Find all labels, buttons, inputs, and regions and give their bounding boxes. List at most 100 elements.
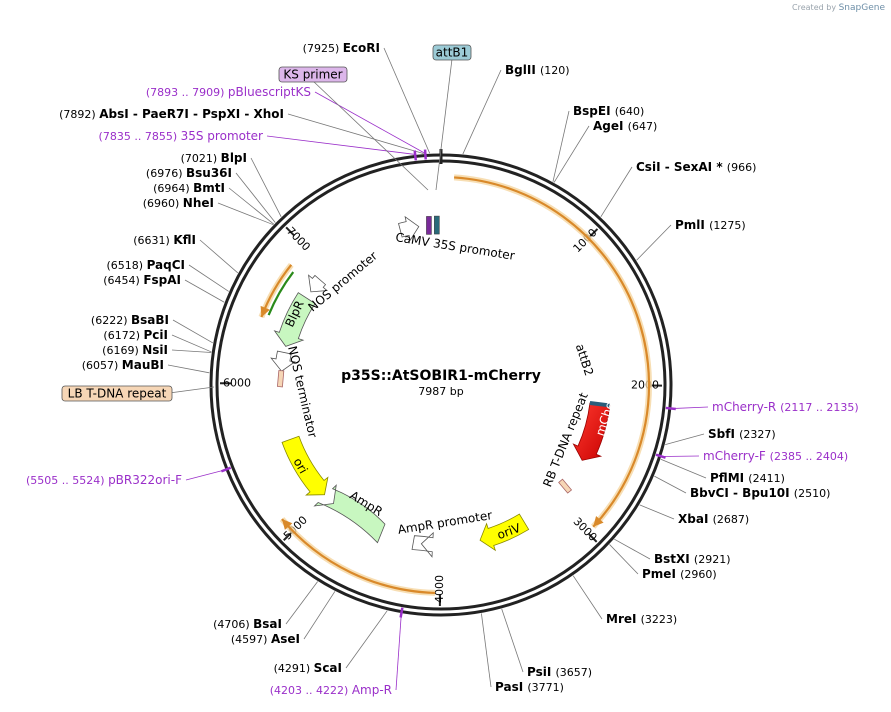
leader-sites-29 — [287, 113, 424, 155]
site-coord: (3223) — [641, 613, 678, 626]
feature-blpr — [273, 292, 316, 347]
primer-coord: (7835 .. 7855) — [99, 130, 181, 143]
site-label-21: (6222) BsaBI — [91, 313, 169, 327]
primer-mark-3 — [220, 466, 232, 473]
primer-coord: (7893 .. 7909) — [146, 86, 228, 99]
site-coord: (647) — [628, 120, 658, 133]
feature-label-3: NOS terminator — [285, 345, 320, 439]
leader-sites-24 — [199, 239, 239, 274]
site-coord: (1275) — [709, 219, 746, 232]
feature-ori — [281, 435, 329, 496]
site-label-12: MreI (3223) — [606, 612, 677, 626]
scale-tick-7000 — [285, 226, 295, 236]
site-label-1: BglII (120) — [505, 63, 570, 77]
site-label-8: BbvCI - Bpu10I (2510) — [690, 486, 830, 500]
scale-tick-3000 — [588, 533, 598, 543]
primer-name: pBluescriptKS — [228, 85, 311, 99]
site-label-13: PsiI (3657) — [527, 665, 592, 679]
site-coord: (7925) — [303, 42, 343, 55]
site-coord: (6169) — [102, 344, 142, 357]
site-name: Bsu36I — [186, 166, 232, 180]
site-name: EcoRI — [343, 41, 380, 55]
site-coord: (120) — [540, 64, 570, 77]
primer-name: 35S promoter — [181, 129, 263, 143]
leader-sites-12 — [572, 575, 603, 620]
site-name: BmtI — [193, 181, 225, 195]
site-label-10: BstXI (2921) — [654, 552, 731, 566]
site-label-25: (6960) NheI — [143, 196, 214, 210]
scale-label-4000: 4000 — [433, 575, 446, 603]
site-label-11: PmeI (2960) — [642, 567, 717, 581]
leader-sites-9 — [639, 504, 675, 520]
leader-sites-25 — [217, 202, 274, 226]
feature-rb-repeat — [558, 478, 573, 494]
primer-coord: (5505 .. 5524) — [26, 474, 108, 487]
scale-tick-1000 — [588, 228, 599, 238]
site-name: KflI — [173, 233, 196, 247]
feature-label-10: attB2 — [573, 342, 596, 377]
site-name: BbvCI - Bpu10I — [690, 486, 794, 500]
leader-sites-8 — [654, 475, 687, 494]
site-name: PaqCI — [147, 258, 185, 272]
site-coord: (2960) — [680, 568, 717, 581]
site-name: BstXI — [654, 552, 694, 566]
site-coord: (640) — [615, 105, 645, 118]
leader-sites-1 — [462, 69, 502, 155]
scale-label-6000: 6000 — [223, 376, 251, 389]
site-name: BsaI — [253, 617, 282, 631]
feature-layer — [270, 215, 611, 558]
leader-sites-28 — [250, 157, 282, 218]
orf-arc-amp-head — [281, 519, 293, 530]
site-label-5: PmlI (1275) — [675, 218, 746, 232]
boxed-label-bg-1 — [278, 66, 348, 83]
site-coord: (4291) — [274, 662, 314, 675]
primer-mark-4 — [413, 150, 418, 161]
leader-primers-2 — [395, 613, 402, 691]
leader-primers-1 — [661, 455, 700, 457]
site-label-17: (4706) BsaI — [213, 617, 282, 631]
site-name: BlpI — [221, 151, 247, 165]
boxed-label-1: KS primer — [283, 68, 342, 82]
orf-layer — [258, 174, 652, 596]
leader-sites-6 — [665, 433, 705, 445]
site-name: PasI — [495, 680, 527, 694]
site-coord: (6631) — [133, 234, 173, 247]
feature-ks-primer-block — [426, 216, 432, 235]
boxed-label-bg-0 — [432, 44, 472, 61]
leader-sites-14 — [481, 613, 492, 688]
site-label-4: CsiI - SexAI * (966) — [636, 160, 756, 174]
site-coord: (6057) — [82, 359, 122, 372]
site-label-2: BspEI (640) — [573, 104, 644, 118]
credit-prefix: Created by — [792, 3, 837, 12]
leader-sites-19 — [171, 349, 212, 353]
orf-arc-blpr-green — [267, 271, 295, 316]
primer-mark-2 — [399, 607, 404, 618]
site-name: PciI — [144, 328, 169, 342]
leader-primers-3 — [185, 469, 226, 481]
site-coord: (6222) — [91, 314, 131, 327]
leader-sites-18 — [167, 364, 210, 374]
site-label-9: XbaI (2687) — [678, 512, 749, 526]
site-label-27: (6976) Bsu36I — [146, 166, 232, 180]
orf-arc-main — [454, 176, 651, 528]
site-coord: (6518) — [106, 259, 146, 272]
leader-sites-16 — [303, 591, 336, 640]
site-label-7: PflMI (2411) — [710, 471, 785, 485]
site-name: PmlI — [675, 218, 709, 232]
site-coord: (7892) — [59, 108, 99, 121]
leader-lines — [116, 47, 709, 691]
leader-sites-3 — [553, 125, 590, 183]
feature-label-0: CaMV 35S promoter — [394, 230, 515, 263]
site-name: BsaBI — [131, 313, 169, 327]
leader-primers-0 — [671, 406, 709, 409]
site-coord: (2921) — [694, 553, 731, 566]
feature-nos-terminator — [270, 350, 296, 372]
feature-nos-promoter — [308, 274, 329, 293]
credit-brand: SnapGene — [838, 3, 885, 13]
site-coord: (6172) — [103, 329, 143, 342]
leader-primers-4 — [266, 135, 416, 155]
leader-sites-7 — [660, 458, 707, 479]
feature-ampr — [313, 484, 386, 544]
site-name: FspAI — [143, 273, 181, 287]
